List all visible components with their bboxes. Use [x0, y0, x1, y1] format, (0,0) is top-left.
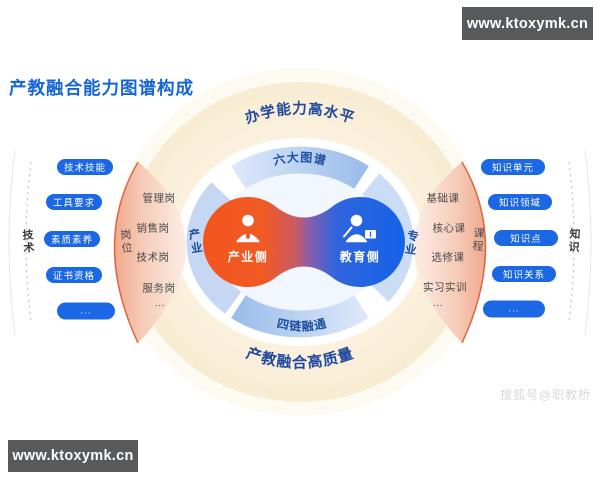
left-pill-certificate: 证书资格 [46, 267, 102, 283]
page-title: 产教融合能力图谱构成 [9, 78, 194, 98]
orbit-arc-left-outer [8, 149, 16, 336]
industry-side-label: 产业侧 [228, 249, 269, 264]
post-item-sales: 销售岗 [136, 222, 170, 235]
course-item-more: ... [432, 297, 444, 309]
course-item-practice: 实习实训 [423, 281, 467, 294]
course-item-basic: 基础课 [426, 192, 460, 205]
orbit-arc-right-outer [584, 149, 592, 336]
right-pill-knowledge-unit: 知识单元 [481, 159, 545, 175]
right-pill-knowledge-relation: 知识关系 [492, 266, 556, 282]
left-pill-quality: 素质素养 [44, 231, 100, 247]
right-pill-knowledge-point: 知识点 [494, 230, 558, 246]
left-pill-more: ... [57, 302, 115, 320]
orbit-arc-left-dashed [25, 161, 32, 323]
right-pill-more: ... [483, 300, 545, 318]
axis-knowledge: 知识 [566, 227, 581, 255]
ring-left-segment [186, 182, 242, 314]
ring-top-band [231, 146, 369, 189]
bottom-band-caption: 四链融通 [276, 315, 329, 333]
site-url-bar-bottom: www.ktoxymk.cn [8, 440, 138, 472]
right-crescent-edge [461, 161, 487, 344]
course-item-elective: 选修课 [431, 251, 465, 264]
post-item-technical: 技术岗 [136, 251, 170, 264]
teacher-icon [343, 214, 376, 243]
education-side-label: 教育侧 [339, 249, 381, 264]
right-pink-crescent [414, 162, 486, 343]
businessman-icon [236, 214, 260, 243]
post-item-service: 服务岗 [142, 282, 176, 295]
left-pink-crescent [114, 162, 186, 343]
social-watermark: 搜狐号@职教桥 [500, 388, 592, 402]
left-pill-skill: 技术技能 [57, 159, 113, 175]
orbit-arc-right-dashed [568, 161, 575, 323]
axis-post: 岗位 [118, 228, 133, 256]
axis-technology: 技术 [20, 228, 35, 256]
axis-course: 课程 [470, 226, 485, 254]
site-url-text: www.ktoxymk.cn [12, 448, 134, 464]
right-pill-knowledge-domain: 知识领域 [488, 194, 552, 210]
ring-bottom-band [231, 295, 369, 338]
left-crescent-edge [113, 161, 139, 344]
post-item-management: 管理岗 [142, 192, 176, 205]
course-item-core: 核心课 [432, 222, 466, 235]
site-url-bar-top: www.ktoxymk.cn [462, 7, 593, 40]
post-item-more: ... [154, 297, 166, 309]
left-pill-tool: 工具要求 [46, 194, 102, 210]
site-url-text: www.ktoxymk.cn [466, 15, 589, 32]
